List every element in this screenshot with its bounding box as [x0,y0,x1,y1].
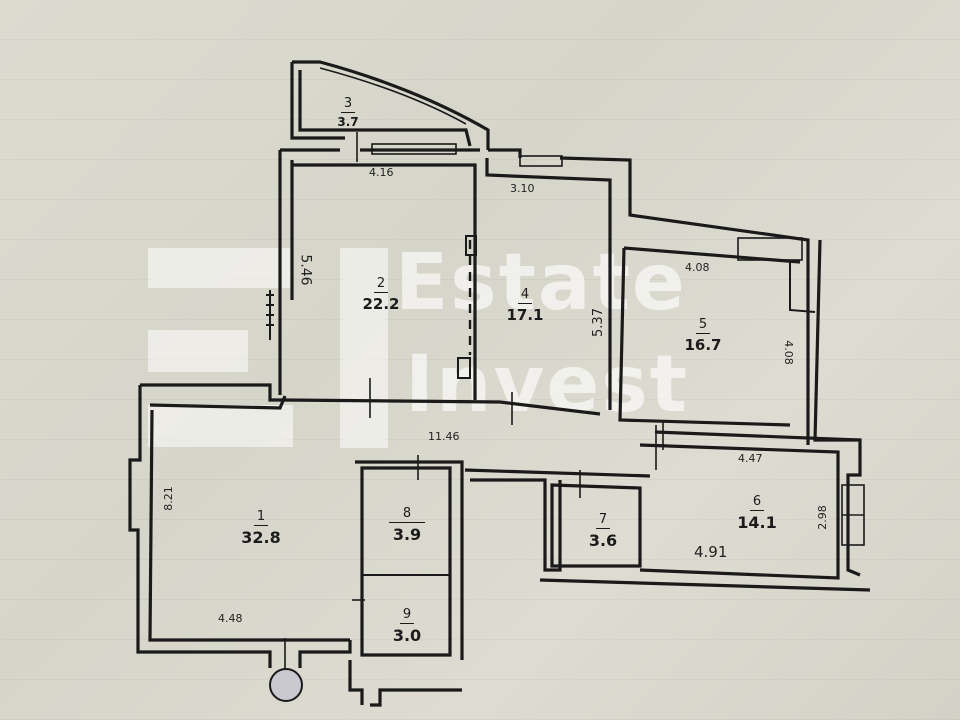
room-area: 3.0 [392,626,422,645]
watermark-bar-mid [148,330,248,372]
room-4-label: 4 17.1 [500,283,550,324]
room-area: 3.9 [392,525,422,544]
room-number: 3 [340,96,356,113]
room-area: 3.7 [337,115,359,129]
watermark-bar-vertical [340,248,388,448]
room-area: 22.2 [362,295,400,313]
dimension-room4-width: 3.10 [510,182,535,195]
watermark-bar-top [148,248,293,288]
watermark-word-invest: Invest [405,340,690,430]
room-number: 2 [373,276,389,293]
room-3-label: 3 3.7 [328,92,368,129]
room-area: 17.1 [506,306,544,324]
room-2-label: 2 22.2 [356,272,406,313]
room-5-label: 5 16.7 [678,313,728,354]
dimension-room2-width: 4.16 [369,166,394,179]
room-number: 8 [388,506,426,523]
watermark-word-estate: Estate [395,238,687,328]
room-number: 6 [749,494,765,511]
dimension-corridor-length: 11.46 [428,430,460,443]
room-1-label: 1 32.8 [236,505,286,547]
room-area: 3.6 [588,531,618,550]
dimension-room6-depth: 2.98 [815,505,829,530]
room-9-label: 9 3.0 [382,603,432,645]
room-number: 4 [517,287,533,304]
room-6-label: 6 14.1 [732,490,782,532]
room-area: 14.1 [737,513,777,532]
dimension-room2-depth: 5.46 [297,254,314,286]
dimension-room1-depth: 8.21 [161,486,175,511]
room-7-label: 7 3.6 [578,508,628,550]
dimension-room5-width: 4.08 [685,261,710,274]
room-area: 32.8 [241,528,281,547]
dimension-room6-width-top: 4.47 [738,452,763,465]
room-number: 7 [595,512,611,529]
dimension-room1-width: 4.48 [218,612,243,625]
room-number: 5 [695,317,711,334]
room-number: 1 [253,509,269,526]
room-area: 16.7 [684,336,722,354]
ventilation-riser-circle [269,668,303,702]
dimension-room5-depth: 4.08 [781,340,795,365]
room-8-label: 8 3.9 [382,502,432,544]
room-number: 9 [399,607,415,624]
watermark-bar-bottom [148,405,293,447]
dimension-room6-width-bottom: 4.91 [694,543,728,561]
dimension-room4-depth: 5.37 [590,308,606,337]
